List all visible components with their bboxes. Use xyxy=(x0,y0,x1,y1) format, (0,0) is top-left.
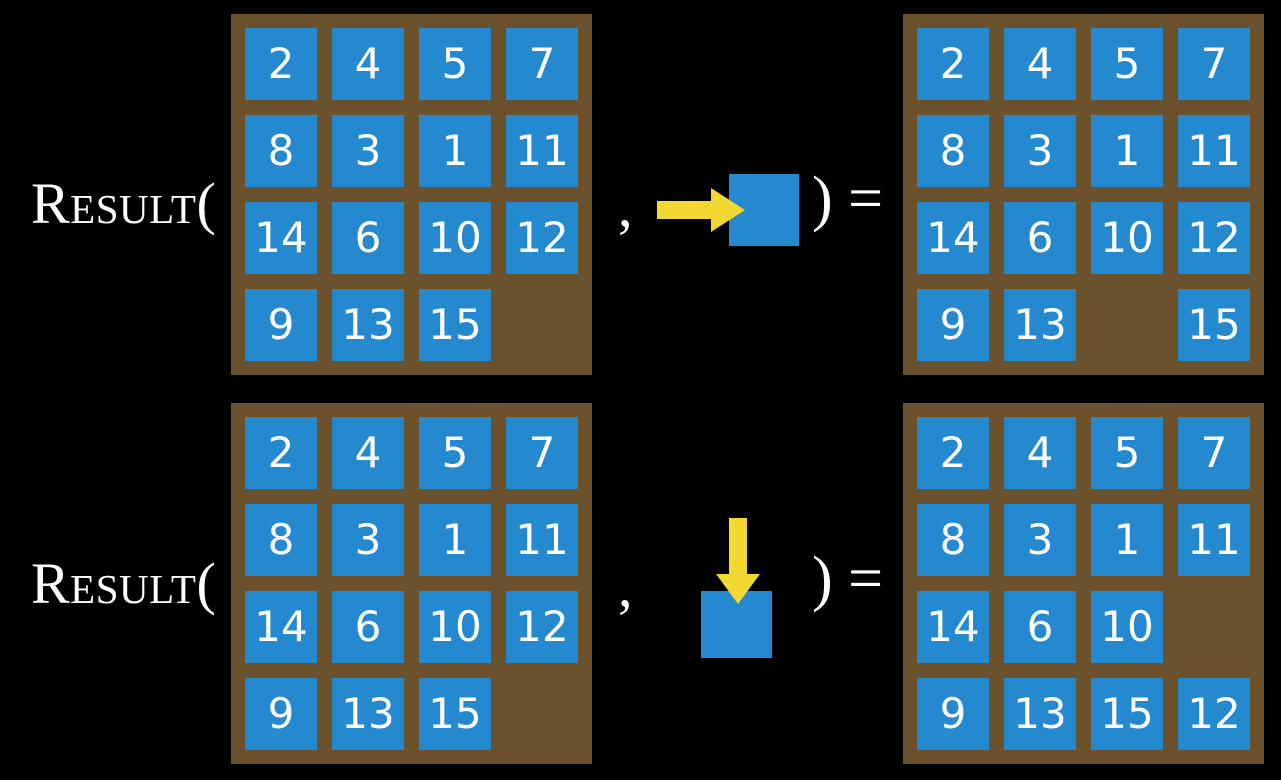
comma-separator-row-1: , xyxy=(618,174,633,239)
tile[interactable]: 8 xyxy=(917,504,989,576)
tile[interactable]: 14 xyxy=(917,591,989,663)
tile[interactable]: 12 xyxy=(1178,202,1250,274)
tile[interactable]: 7 xyxy=(1178,28,1250,100)
tile[interactable]: 15 xyxy=(419,678,491,750)
tile-blank xyxy=(506,289,578,361)
tile-blank xyxy=(1091,289,1163,361)
arrow-down-icon xyxy=(716,518,760,604)
tile[interactable]: 10 xyxy=(1091,202,1163,274)
tile[interactable]: 5 xyxy=(419,28,491,100)
arrow-right-icon xyxy=(657,188,745,232)
tile[interactable]: 3 xyxy=(1004,115,1076,187)
tile[interactable]: 4 xyxy=(1004,417,1076,489)
tile[interactable]: 14 xyxy=(245,591,317,663)
close-paren-equals-row-1: ) = xyxy=(812,165,884,233)
tile[interactable]: 5 xyxy=(1091,417,1163,489)
blank-tile-marker-row-2 xyxy=(701,591,772,658)
tile[interactable]: 6 xyxy=(1004,202,1076,274)
tile[interactable]: 4 xyxy=(1004,28,1076,100)
tile[interactable]: 13 xyxy=(1004,289,1076,361)
result-label-row-2: Result( xyxy=(31,551,217,616)
tile[interactable]: 5 xyxy=(1091,28,1163,100)
tile[interactable]: 3 xyxy=(332,504,404,576)
tile[interactable]: 1 xyxy=(419,504,491,576)
tile[interactable]: 14 xyxy=(245,202,317,274)
tile[interactable]: 15 xyxy=(1178,289,1250,361)
tile[interactable]: 1 xyxy=(1091,504,1163,576)
tile[interactable]: 8 xyxy=(245,504,317,576)
tile[interactable]: 9 xyxy=(917,678,989,750)
tile[interactable]: 10 xyxy=(419,202,491,274)
comma-separator-row-2: , xyxy=(618,554,633,619)
tile[interactable]: 3 xyxy=(332,115,404,187)
tile[interactable]: 15 xyxy=(419,289,491,361)
tile[interactable]: 8 xyxy=(245,115,317,187)
tile[interactable]: 14 xyxy=(917,202,989,274)
tile[interactable]: 13 xyxy=(332,289,404,361)
tile[interactable]: 12 xyxy=(506,202,578,274)
tile-blank xyxy=(1178,591,1250,663)
tile[interactable]: 9 xyxy=(245,678,317,750)
tile[interactable]: 7 xyxy=(506,28,578,100)
tile[interactable]: 2 xyxy=(245,28,317,100)
tile[interactable]: 10 xyxy=(419,591,491,663)
tile[interactable]: 3 xyxy=(1004,504,1076,576)
close-paren-equals-row-2: ) = xyxy=(812,545,884,613)
tile[interactable]: 12 xyxy=(1178,678,1250,750)
tile[interactable]: 13 xyxy=(332,678,404,750)
tile[interactable]: 2 xyxy=(917,28,989,100)
tile[interactable]: 1 xyxy=(419,115,491,187)
tile[interactable]: 13 xyxy=(1004,678,1076,750)
tile[interactable]: 9 xyxy=(917,289,989,361)
tile[interactable]: 7 xyxy=(1178,417,1250,489)
tile[interactable]: 6 xyxy=(332,202,404,274)
tile[interactable]: 12 xyxy=(506,591,578,663)
tile-blank xyxy=(506,678,578,750)
tile[interactable]: 4 xyxy=(332,417,404,489)
tile[interactable]: 11 xyxy=(506,115,578,187)
tile[interactable]: 9 xyxy=(245,289,317,361)
tile[interactable]: 6 xyxy=(1004,591,1076,663)
tile[interactable]: 10 xyxy=(1091,591,1163,663)
result-label-row-1: Result( xyxy=(31,171,217,236)
tile[interactable]: 7 xyxy=(506,417,578,489)
tile[interactable]: 11 xyxy=(506,504,578,576)
tile[interactable]: 2 xyxy=(917,417,989,489)
tile[interactable]: 8 xyxy=(917,115,989,187)
tile[interactable]: 6 xyxy=(332,591,404,663)
tile[interactable]: 1 xyxy=(1091,115,1163,187)
tile[interactable]: 11 xyxy=(1178,504,1250,576)
tile[interactable]: 15 xyxy=(1091,678,1163,750)
tile[interactable]: 11 xyxy=(1178,115,1250,187)
tile[interactable]: 4 xyxy=(332,28,404,100)
tile[interactable]: 2 xyxy=(245,417,317,489)
tile[interactable]: 5 xyxy=(419,417,491,489)
